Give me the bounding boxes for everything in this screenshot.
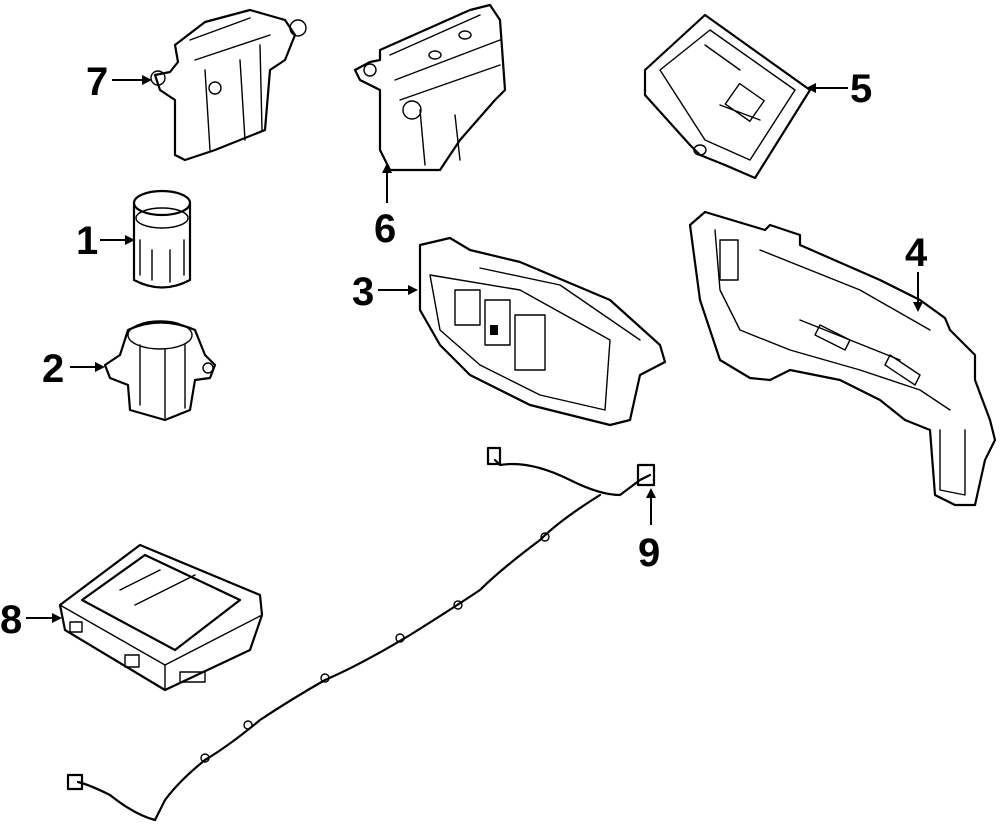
part-7-module-bracket [150, 8, 307, 162]
callout-label-2: 2 [42, 347, 64, 391]
part-2-holder [103, 320, 217, 422]
part-1-cylinder [132, 189, 192, 289]
part-6-control-module [353, 3, 507, 172]
callout-arrows [26, 75, 923, 623]
callout-label-5: 5 [850, 67, 872, 111]
part-9-wiring-harness [66, 446, 656, 822]
callout-label-3: 3 [352, 270, 374, 314]
callout-label-9: 9 [638, 531, 660, 575]
callout-labels: 1 2 3 4 5 6 7 8 9 [0, 60, 928, 642]
part-8-ecu-box [58, 543, 264, 692]
callout-label-6: 6 [374, 207, 396, 251]
callout-label-7: 7 [86, 60, 108, 104]
callout-label-1: 1 [76, 219, 98, 263]
part-5-cover-module [643, 13, 812, 180]
callout-label-8: 8 [0, 598, 22, 642]
part-3-switch-panel [418, 236, 667, 427]
part-4-mounting-bracket [688, 210, 997, 507]
callout-label-4: 4 [905, 231, 928, 275]
